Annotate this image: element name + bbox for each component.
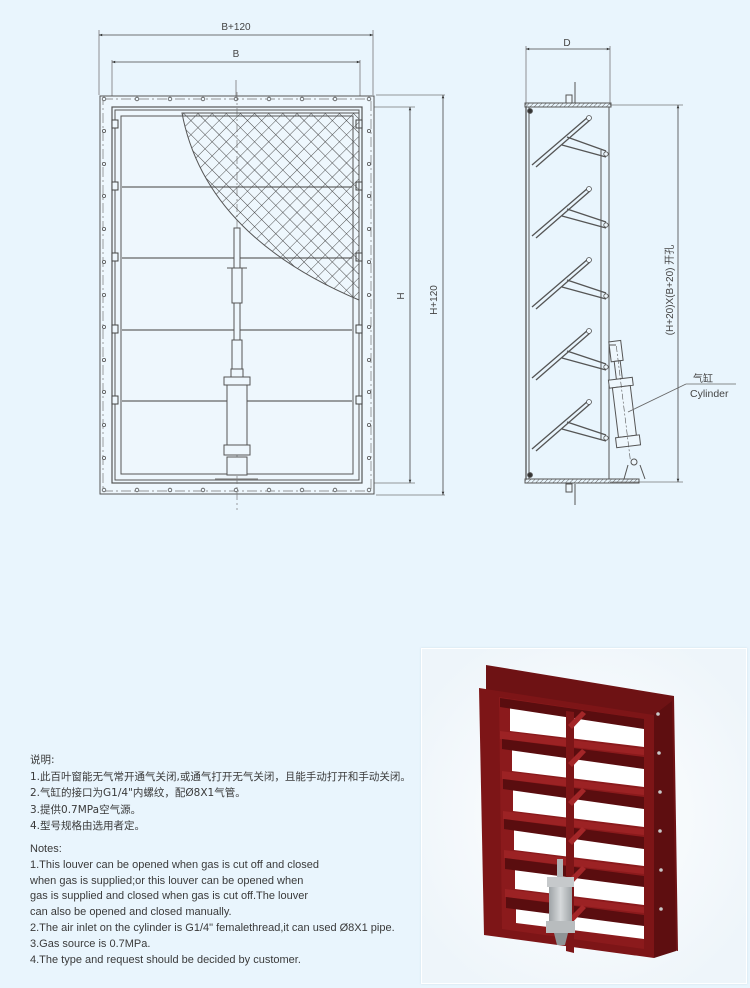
notes-chinese: 说明: 1.此百叶窗能无气常开通气关闭,或通气打开无气关闭，且能手动打开和手动关… (30, 752, 411, 835)
dim-depth: D (563, 38, 570, 49)
notes-en-line: 4.The type and request should be decided… (30, 953, 301, 966)
louver-render-image (422, 649, 746, 983)
front-view (99, 92, 375, 510)
cylinder-label-en: Cylinder (690, 388, 729, 400)
notes-en-line: can also be opened and closed manually. (30, 906, 232, 919)
notes-en-title: Notes: (30, 843, 62, 855)
notes-cn-item: 2.气缸的接口为G1/4"内螺纹，配Ø8X1气管。 (30, 787, 246, 799)
notes-en-line: 2.The air inlet on the cylinder is G1/4"… (30, 921, 395, 934)
notes-en-line: when gas is supplied;or this louver can … (30, 874, 304, 887)
dim-height: H (396, 292, 407, 299)
notes-cn-title: 说明: (30, 754, 55, 766)
notes-cn-item: 4.型号规格由选用者定。 (30, 820, 146, 832)
technical-drawing: B+120 B H H+120 (98, 22, 736, 510)
dim-overall-height: H+120 (429, 285, 440, 315)
notes-cn-item: 1.此百叶窗能无气常开通气关闭,或通气打开无气关闭，且能手动打开和手动关闭。 (30, 770, 411, 783)
notes-en-line: 3.Gas source is 0.7MPa. (30, 937, 151, 950)
product-photo (421, 648, 747, 984)
cylinder-label-cn: 气缸 (693, 374, 713, 385)
dim-width: B (233, 49, 240, 60)
notes-en-line: gas is supplied and closed when gas is c… (30, 890, 309, 903)
notes-english: Notes: 1.This louver can be opened when … (30, 842, 395, 968)
side-view (524, 82, 736, 505)
side-view-dimensions (525, 46, 683, 483)
notes-en-line: 1.This louver can be opened when gas is … (30, 858, 320, 871)
notes-cn-item: 3.提供0.7MPa空气源。 (30, 803, 142, 816)
dim-overall-width: B+120 (221, 22, 251, 33)
dim-opening: (H+20)X(B+20) 开孔 (664, 245, 676, 336)
front-view-dimensions (98, 30, 445, 496)
